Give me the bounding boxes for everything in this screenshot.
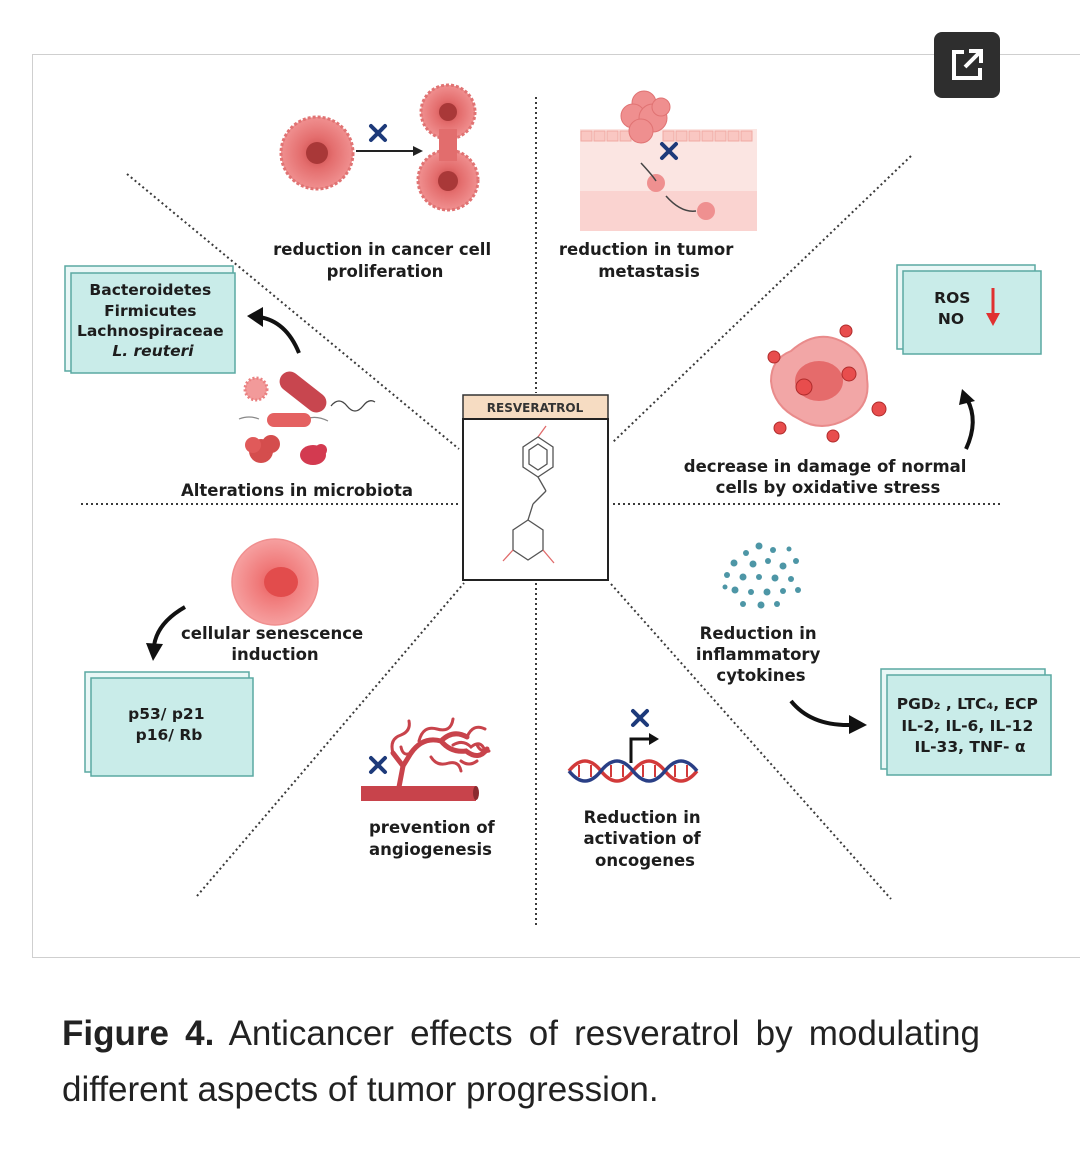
- senescence-box-text: p53/ p21 p16/ Rb: [128, 705, 210, 744]
- resveratrol-center: RESVERATROL: [462, 394, 609, 581]
- resveratrol-molecule: [502, 425, 555, 564]
- microbiota-box: [64, 265, 236, 374]
- block-x-icon: [631, 709, 649, 727]
- dna-icon: [567, 709, 699, 783]
- blood-vessel-icon: [361, 717, 491, 801]
- senescence-box: [84, 671, 254, 777]
- block-x-icon: [369, 124, 387, 142]
- oncogenes-label: Reduction in activation of oncogenes: [584, 808, 707, 870]
- cytokines-box-text: PGD₂ , LTC₄, ECP IL-2, IL-6, IL-12 IL-33…: [897, 695, 1043, 756]
- block-x-icon: [369, 756, 387, 774]
- senescence-label: cellular senescence induction: [181, 624, 369, 664]
- divider-lines: [81, 97, 1001, 926]
- damaged-cell-icon: [769, 335, 869, 427]
- dividing-cell-icon: [416, 83, 480, 212]
- decrease-arrow-icon: [986, 288, 1000, 326]
- divider-diag-top-left: [126, 173, 460, 450]
- oxidative-box: [896, 264, 1042, 355]
- oxidative-box-text: ROS NO: [934, 289, 976, 328]
- curved-arrow-icon: [789, 699, 867, 734]
- divider-diag-top-right: [612, 155, 912, 443]
- transcription-arrow-icon: [629, 737, 649, 763]
- caption-label: Figure 4.: [62, 1014, 215, 1053]
- figure-caption: Figure 4. Anticancer effects of resverat…: [62, 1006, 980, 1118]
- cytokines-box: [880, 668, 1052, 776]
- tumor-icon: [620, 90, 671, 144]
- ros-particles: [767, 324, 887, 443]
- inflammation-label: Reduction in inflammatory cytokines: [696, 624, 826, 685]
- curved-arrow-icon: [959, 389, 975, 450]
- curved-arrow-icon: [247, 307, 301, 354]
- metastasis-label: reduction in tumor metastasis: [559, 240, 739, 281]
- diagram: RESVERATROL: [64, 83, 1052, 926]
- divider-diag-bottom-right: [610, 583, 892, 900]
- divider-diag-bottom-left: [196, 582, 465, 897]
- cytokine-particles: [722, 542, 801, 609]
- bacteria-icon: [238, 371, 376, 465]
- curved-arrow-icon: [146, 605, 187, 661]
- senescent-cell-icon: [231, 538, 319, 626]
- expand-button[interactable]: [934, 32, 1000, 98]
- resveratrol-label: RESVERATROL: [487, 401, 584, 415]
- figure-frame: RESVERATROL: [32, 54, 1080, 958]
- proliferation-label: reduction in cancer cell proliferation: [273, 240, 497, 281]
- caption-text: Anticancer effects of resveratrol by mod…: [62, 1014, 980, 1109]
- proliferation-illustration: [279, 83, 480, 212]
- microbiota-label: Alterations in microbiota: [181, 481, 413, 500]
- block-x-icon: [660, 142, 678, 160]
- angiogenesis-label: prevention of angiogenesis: [369, 818, 500, 859]
- open-external-icon: [952, 49, 983, 80]
- oxidative-stress-label: decrease in damage of normal cells by ox…: [684, 457, 972, 497]
- microbiota-box-text: Bacteroidetes Firmicutes Lachnospiraceae…: [77, 281, 229, 360]
- metastasis-illustration: [580, 90, 757, 231]
